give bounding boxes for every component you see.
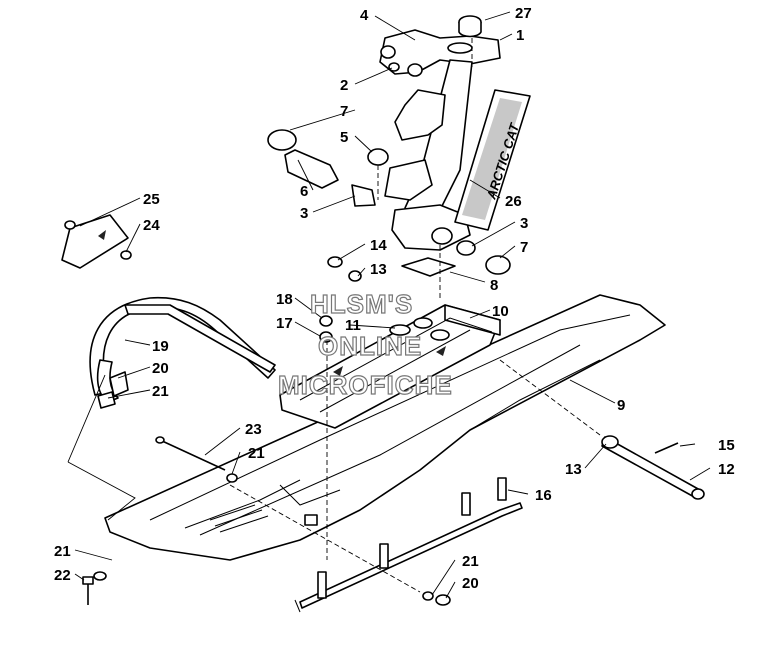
callout-19: 19: [152, 338, 169, 355]
callout-18: 18: [276, 291, 293, 308]
callout-4: 4: [360, 7, 369, 24]
bushing-7-right: [485, 255, 511, 275]
nut-20-lower: [422, 591, 451, 606]
washer-13: [348, 270, 362, 282]
callout-21-upper: 21: [152, 383, 169, 400]
leader-lines: [67, 11, 711, 599]
callout-23: 23: [245, 421, 262, 438]
callout-25: 25: [143, 191, 160, 208]
bolt-12: [601, 435, 705, 500]
ski-saddle: [279, 304, 501, 429]
callout-12: 12: [718, 461, 735, 478]
callouts: 4 27 1 2 7 5 6 3 26 3 7 8 14 13 18 17 11…: [54, 5, 735, 592]
washer-18: [319, 315, 333, 327]
callout-8: 8: [490, 277, 498, 294]
callout-13-lower: 13: [565, 461, 582, 478]
spindle: [379, 29, 501, 251]
callout-21-mid: 21: [248, 445, 265, 462]
watermark-line-1: HLSM'S: [310, 289, 413, 319]
watermark-line-2: ONLINE: [318, 331, 422, 361]
callout-14: 14: [370, 237, 387, 254]
callout-2: 2: [340, 77, 348, 94]
callout-15: 15: [718, 437, 735, 454]
callout-24: 24: [143, 217, 160, 234]
callout-3-upper: 3: [300, 205, 308, 222]
bolt-23: [155, 436, 238, 483]
nut: [388, 62, 400, 72]
bolt-22: [82, 571, 107, 605]
callout-5: 5: [340, 129, 348, 146]
cotter-pin-15: [654, 442, 679, 454]
callout-20-lower: 20: [462, 575, 479, 592]
callout-1: 1: [516, 27, 524, 44]
callout-27: 27: [515, 5, 532, 22]
callout-10: 10: [492, 303, 509, 320]
callout-3-lower: 3: [520, 215, 528, 232]
ski-loop-handle: [89, 296, 276, 409]
callout-9: 9: [617, 397, 625, 414]
washer-17: [319, 331, 333, 343]
spindle-cap: [447, 15, 482, 54]
watermark: HLSM'S ONLINE MICROFICHE: [277, 288, 453, 400]
callout-22: 22: [54, 567, 71, 584]
watermark-line-3: MICROFICHE: [278, 370, 453, 400]
bushing-left: [267, 129, 297, 151]
callout-13-upper: 13: [370, 261, 387, 278]
callout-6: 6: [300, 183, 308, 200]
damper-block: [401, 257, 456, 277]
bushing-3-lower: [456, 240, 476, 256]
callout-7-lower: 7: [520, 239, 528, 256]
callout-26: 26: [505, 193, 522, 210]
callout-17: 17: [276, 315, 293, 332]
callout-20-upper: 20: [152, 360, 169, 377]
bracket-24: [61, 214, 132, 269]
sleeve: [284, 149, 376, 207]
callout-7-upper: 7: [340, 103, 348, 120]
callout-21-lower: 21: [462, 553, 479, 570]
callout-21-left: 21: [54, 543, 71, 560]
callout-11: 11: [345, 317, 361, 334]
wear-bar: [294, 477, 523, 613]
callout-16: 16: [535, 487, 552, 504]
